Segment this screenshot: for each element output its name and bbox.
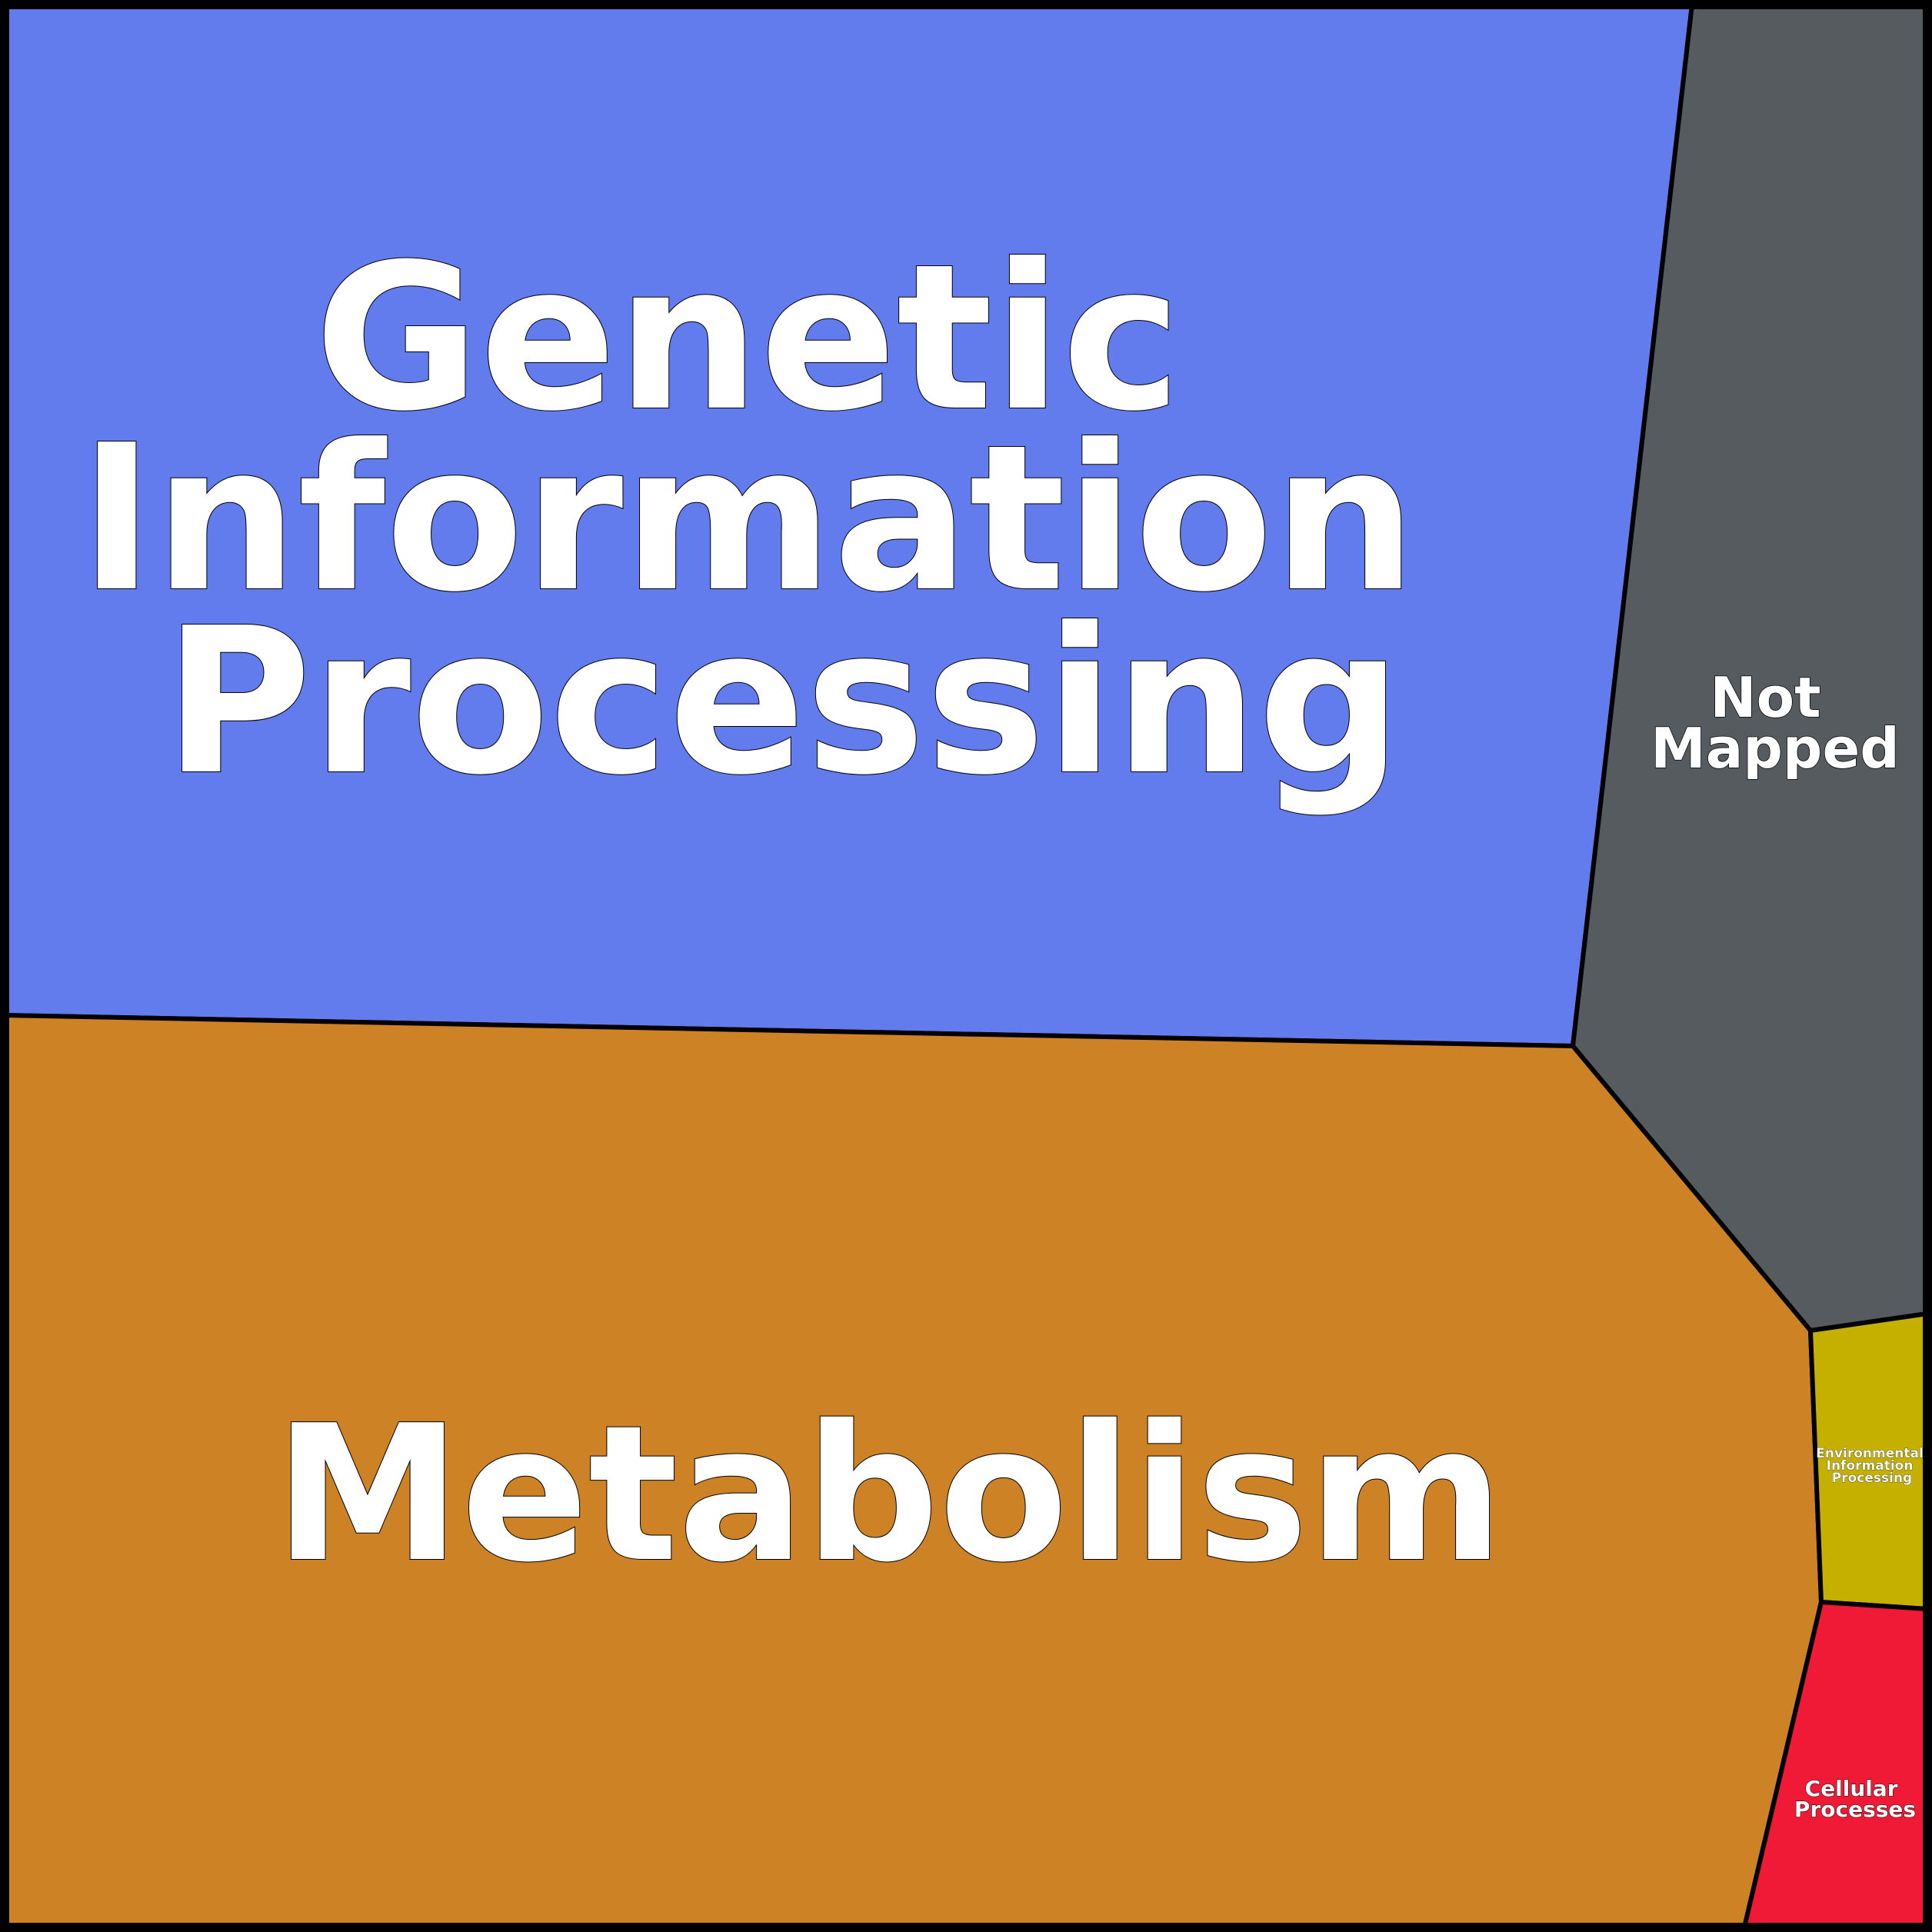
cell-label-line: Processing <box>164 585 1402 819</box>
cell-label-cellular-processes: Cellular Processes <box>1794 1776 1916 1822</box>
cell-label-line: Processing <box>1832 1471 1912 1486</box>
cell-label-not-mapped: Not Mapped <box>1651 665 1900 781</box>
cell-label-genetic-information-processing: Genetic Information Processing <box>79 221 1487 819</box>
cell-label-line: Not <box>1710 665 1820 730</box>
cell-label-line: Information <box>79 401 1417 636</box>
cell-label-line: Metabolism <box>275 1385 1504 1604</box>
cell-label-line: Mapped <box>1651 716 1900 781</box>
cell-label-metabolism: Metabolism <box>275 1385 1504 1604</box>
cell-label-line: Cellular <box>1805 1776 1898 1801</box>
cell-label-environmental-information-processing: Environmental Information Processing <box>1816 1446 1927 1486</box>
cell-label-line: Genetic <box>315 221 1181 455</box>
cell-label-line: Processes <box>1794 1797 1916 1822</box>
cell-label-line: Information <box>1827 1458 1914 1474</box>
cell-label-line: Environmental <box>1816 1446 1924 1461</box>
